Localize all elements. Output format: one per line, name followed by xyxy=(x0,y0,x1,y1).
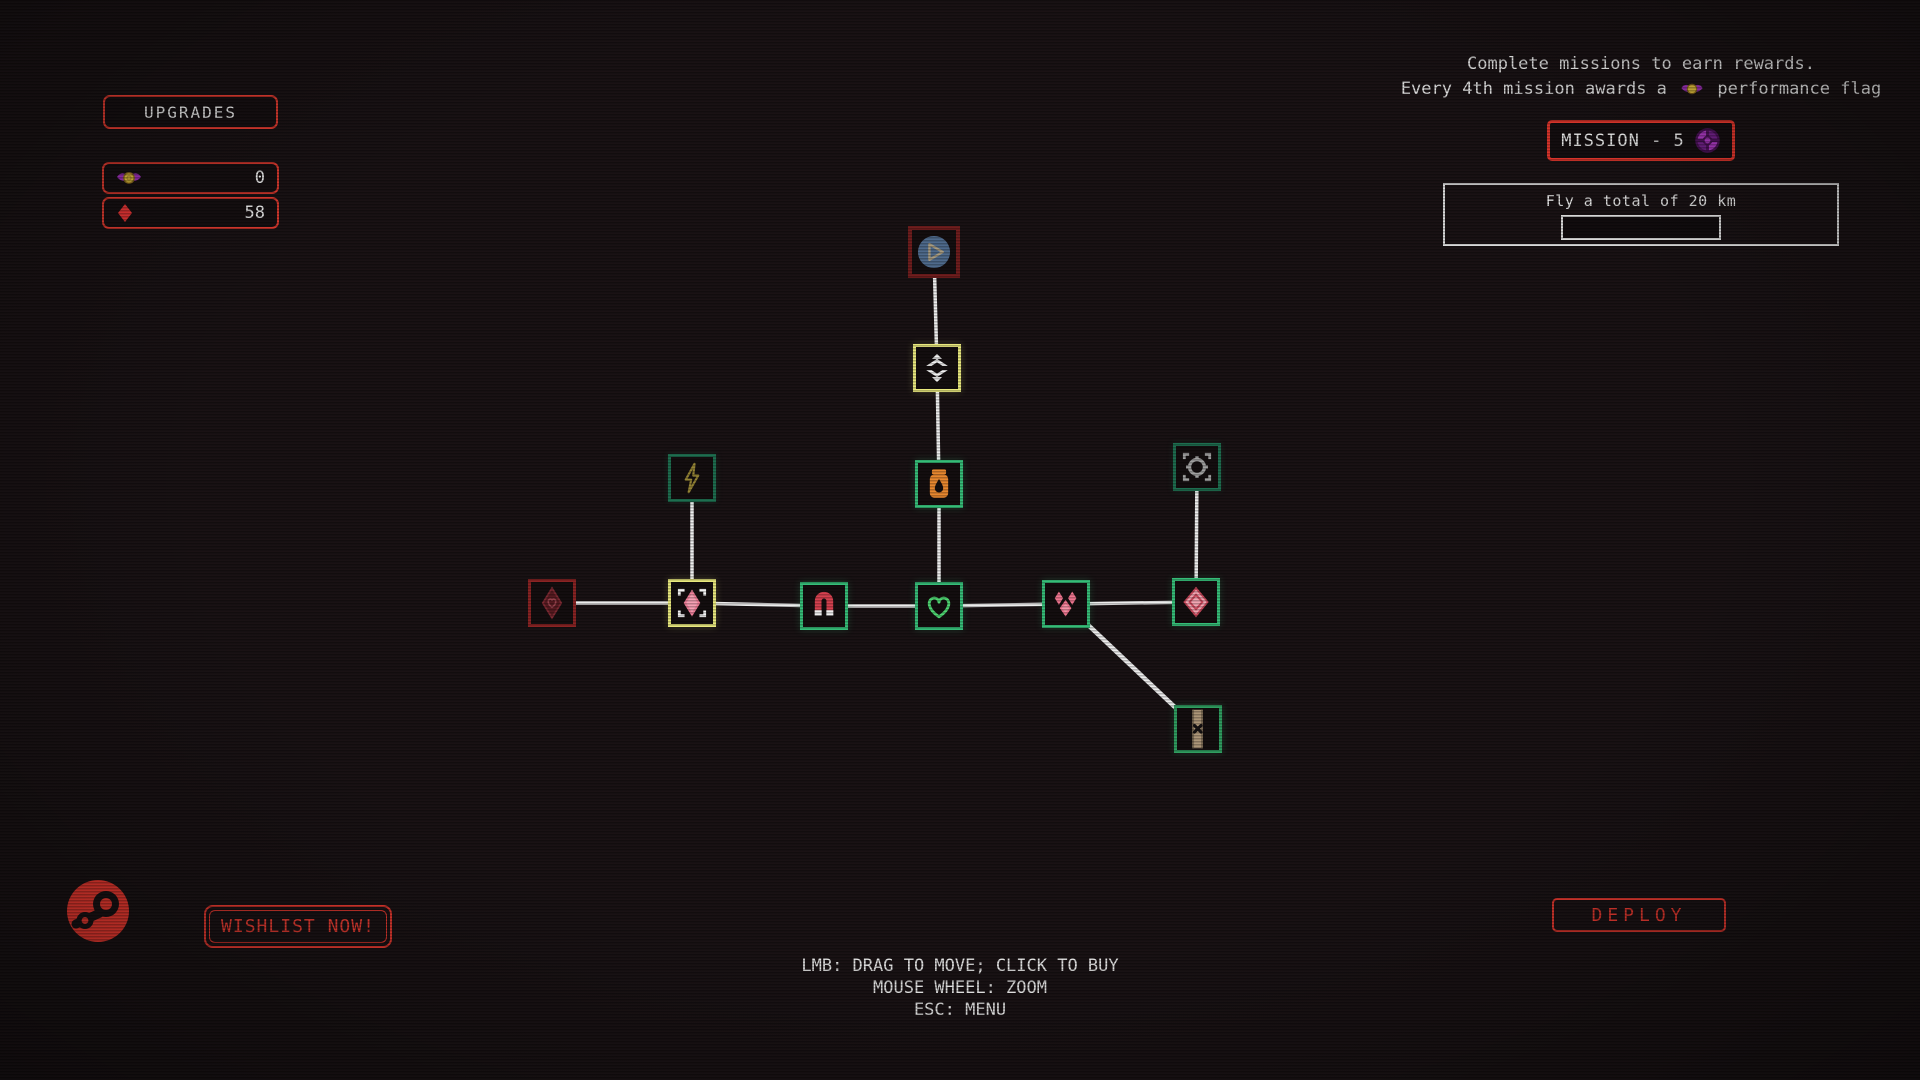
strap-x-icon xyxy=(1177,708,1219,750)
play-icon xyxy=(912,230,956,274)
upgrades-button[interactable]: UPGRADES xyxy=(103,95,278,129)
skill-node-gem-cluster[interactable] xyxy=(1042,580,1090,628)
skill-node-gem-selected[interactable] xyxy=(668,579,716,627)
mission-info-line2-suffix: performance flag xyxy=(1717,79,1882,99)
mission-objective-text: Fly a total of 20 km xyxy=(1545,192,1737,210)
mission-button-label: MISSION - 5 xyxy=(1561,130,1685,151)
pink-diamond-brackets-icon xyxy=(671,582,713,624)
skill-node-magnet[interactable] xyxy=(800,582,848,630)
mission-wheel-icon xyxy=(1694,127,1721,154)
magnet-icon xyxy=(804,586,844,626)
mission-button[interactable]: MISSION - 5 xyxy=(1547,120,1735,161)
diamond-icon xyxy=(116,203,134,223)
mission-info-line1: Complete missions to earn rewards. xyxy=(1467,54,1815,74)
layered-diamond-icon xyxy=(1175,581,1217,623)
mission-info-line2: Every 4th mission awards a performance f… xyxy=(1395,77,1887,105)
expand-chevrons-icon xyxy=(917,348,957,388)
mission-objective-box: Fly a total of 20 km xyxy=(1443,183,1839,246)
skill-node-fuel-jar[interactable] xyxy=(915,460,963,508)
performance-flag-icon xyxy=(1680,80,1704,105)
lightning-icon xyxy=(672,458,712,498)
skill-node-strap[interactable] xyxy=(1174,705,1222,753)
heart-icon xyxy=(919,586,959,626)
skill-node-gem-locked[interactable] xyxy=(528,579,576,627)
steam-logo-icon[interactable] xyxy=(64,877,132,945)
skill-node-targeting[interactable] xyxy=(1173,443,1221,491)
gem-value: 58 xyxy=(244,203,265,223)
performance-flag-value: 0 xyxy=(254,168,265,188)
triple-diamond-icon xyxy=(1046,584,1086,624)
jar-droplet-icon xyxy=(919,464,959,504)
skill-node-lightning[interactable] xyxy=(668,454,716,502)
help-line-lmb: LMB: DRAG TO MOVE; CLICK TO BUY xyxy=(801,956,1119,976)
diamond-heart-icon xyxy=(531,582,573,624)
performance-flag-icon xyxy=(116,169,142,187)
controls-help: LMB: DRAG TO MOVE; CLICK TO BUY MOUSE WH… xyxy=(0,955,1920,1021)
skill-node-big-gem[interactable] xyxy=(1172,578,1220,626)
help-line-wheel: MOUSE WHEEL: ZOOM xyxy=(873,978,1047,998)
crosshair-brackets-icon xyxy=(1176,446,1218,488)
skill-node-heart[interactable] xyxy=(915,582,963,630)
gem-counter: 58 xyxy=(102,197,279,229)
skill-node-vertical-chevrons[interactable] xyxy=(913,344,961,392)
deploy-button[interactable]: DEPLOY xyxy=(1552,898,1726,932)
mission-progress-bar xyxy=(1561,215,1721,240)
skill-node-start[interactable] xyxy=(908,226,960,278)
mission-info-line2-prefix: Every 4th mission awards a xyxy=(1400,79,1667,99)
wishlist-button[interactable]: WISHLIST NOW! xyxy=(204,904,392,948)
mission-panel: Complete missions to earn rewards. Every… xyxy=(1395,52,1887,246)
help-line-esc: ESC: MENU xyxy=(913,1000,1007,1020)
performance-flag-counter: 0 xyxy=(102,162,279,194)
steam-wishlist-group: WISHLIST NOW! xyxy=(64,877,392,948)
